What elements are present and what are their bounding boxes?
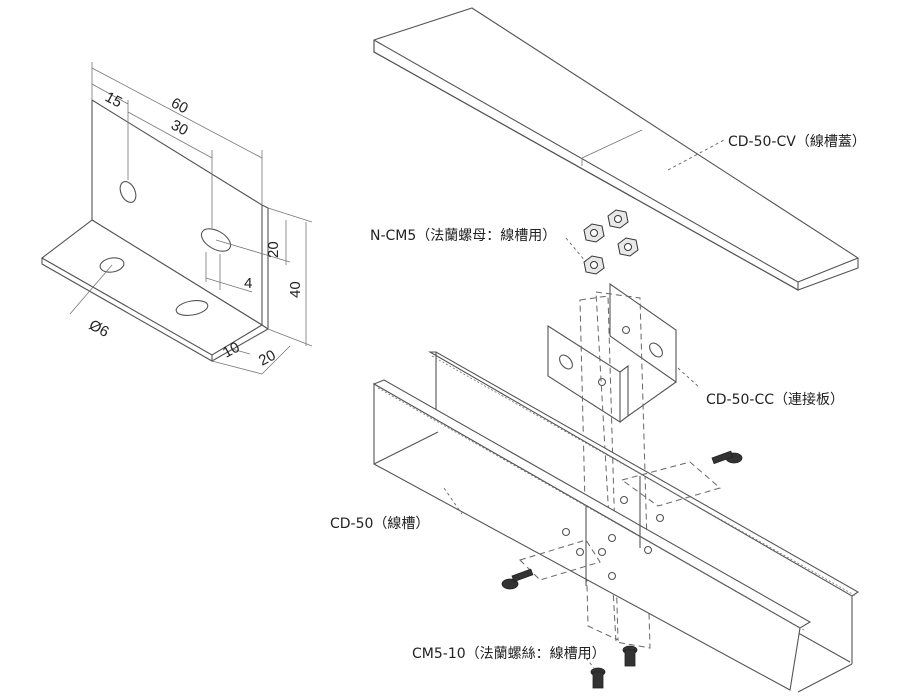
dim-40: 40 bbox=[287, 281, 304, 298]
duct-cover bbox=[373, 7, 859, 291]
label-screw: CM5-10（法蘭螺絲：線槽用） bbox=[412, 646, 606, 662]
screw-icon bbox=[711, 450, 743, 465]
dim-10: 10 bbox=[220, 339, 243, 362]
dim-60: 60 bbox=[168, 95, 191, 118]
label-connector: CD-50-CC（連接板） bbox=[706, 391, 844, 408]
bracket-dimensions: 15 60 30 20 40 4 10 20 Ø6 bbox=[69, 62, 313, 375]
label-nut: N-CM5（法蘭螺母：線槽用） bbox=[370, 228, 556, 244]
cable-duct bbox=[372, 351, 860, 693]
bracket-detail: 15 60 30 20 40 4 10 20 Ø6 bbox=[41, 62, 313, 375]
screw-icon bbox=[590, 667, 606, 689]
dim-15: 15 bbox=[102, 89, 125, 112]
dim-20-vertical: 20 bbox=[265, 241, 282, 258]
nut-icon bbox=[607, 209, 629, 229]
screw-icon bbox=[501, 568, 534, 590]
dim-4: 4 bbox=[244, 275, 252, 292]
screw-icon bbox=[622, 645, 638, 667]
bracket-hole-lower-left bbox=[99, 257, 125, 273]
flange-screws bbox=[501, 450, 743, 689]
flange-nuts bbox=[565, 209, 639, 275]
label-cover: CD-50-CV（線槽蓋） bbox=[728, 134, 866, 150]
nut-icon bbox=[617, 237, 639, 257]
label-duct: CD-50（線槽） bbox=[330, 516, 429, 532]
dim-hole-diameter: Ø6 bbox=[86, 317, 112, 341]
dim-20-bottom: 20 bbox=[256, 347, 279, 370]
dim-30: 30 bbox=[168, 117, 191, 140]
bracket-slot-upper-right bbox=[200, 228, 232, 252]
bracket-slot-lower-right bbox=[175, 300, 209, 316]
nut-icon bbox=[583, 223, 605, 243]
nut-icon bbox=[583, 255, 605, 275]
bracket-hole-upper-left bbox=[119, 181, 137, 203]
